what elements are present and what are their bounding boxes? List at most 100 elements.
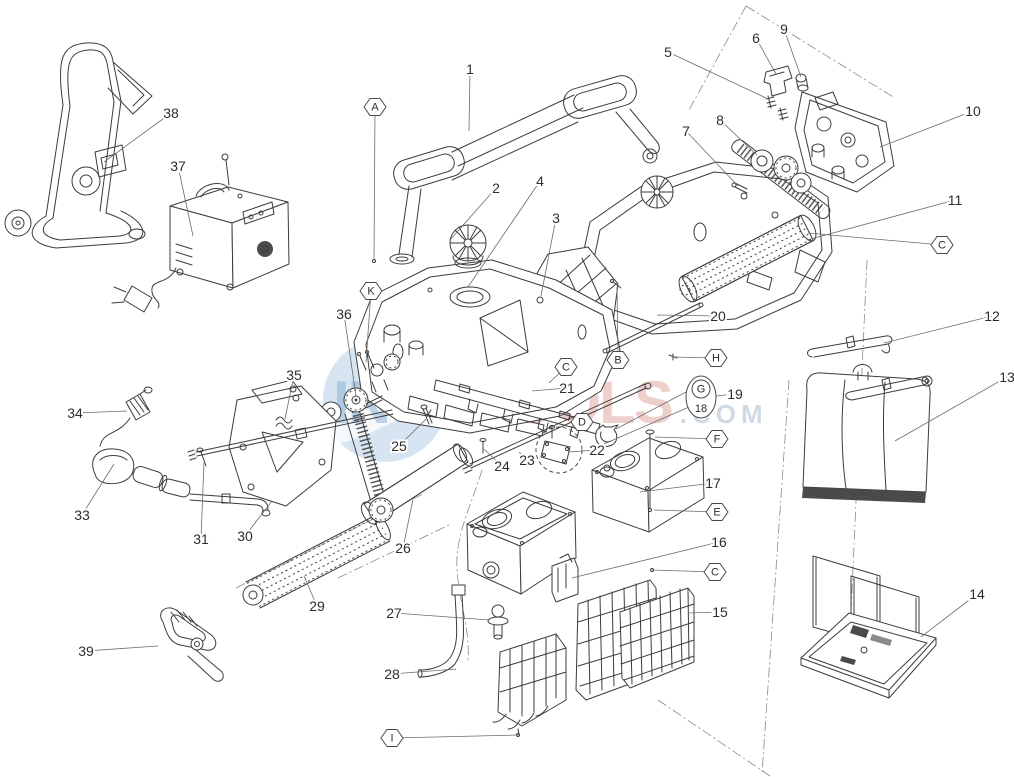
callout-hexagon-C	[554, 358, 578, 376]
pump-plate-lower	[466, 491, 577, 595]
leader-line-21	[531, 387, 568, 392]
callout-hexagon-C	[930, 236, 954, 254]
axle-rod-left	[187, 409, 394, 467]
power-supply	[111, 153, 290, 313]
leader-line-29	[303, 575, 318, 607]
tool-39	[160, 607, 224, 682]
leader-line-20	[656, 314, 719, 317]
part-label-38: 38	[163, 105, 179, 121]
callout-letter-C: C	[938, 240, 946, 252]
float-assembly	[92, 386, 271, 517]
brush-roller-right	[678, 214, 817, 303]
side-plate-left	[228, 379, 337, 507]
leader-line-3	[540, 217, 557, 297]
side-plate-right	[794, 91, 895, 193]
callout-letter-A: A	[371, 102, 379, 114]
leader-line-2	[449, 187, 497, 241]
caddy-cart	[4, 42, 153, 249]
part-label-23: 23	[519, 452, 535, 468]
leader-line-36	[343, 313, 357, 397]
balloon-leader-0	[615, 391, 687, 430]
callout-hexagon-D	[570, 413, 594, 431]
rail-21	[433, 379, 601, 439]
part-label-2: 2	[492, 180, 500, 196]
deflector-16	[551, 553, 579, 603]
part-label-15: 15	[712, 604, 728, 620]
part-label-31: 31	[193, 531, 209, 547]
leader-line-37	[177, 165, 194, 237]
callout-hexagon-C	[703, 563, 727, 581]
shaft-20	[602, 302, 704, 361]
part-label-36: 36	[336, 306, 352, 322]
callout-hexagon-E	[705, 503, 729, 521]
bag-bails-12	[807, 335, 933, 401]
flap-grate-small	[492, 633, 567, 730]
callout-circle-g	[691, 379, 711, 399]
callout-letter-I: I	[390, 733, 393, 745]
callout-leader-B	[616, 286, 619, 361]
leader-line-15	[687, 611, 721, 614]
part-label-37: 37	[170, 158, 186, 174]
part-label-20: 20	[710, 308, 726, 324]
callout-leader-K	[365, 290, 372, 363]
callout-letter-E: E	[713, 507, 720, 519]
leader-line-14	[920, 593, 978, 638]
part-label-35: 35	[286, 367, 302, 383]
filter-bag-13	[802, 364, 931, 503]
part-label-3: 3	[552, 210, 560, 226]
callout-leader-C	[807, 232, 943, 246]
leader-line-16	[571, 541, 720, 579]
screw-ef	[645, 429, 655, 512]
part-label-12: 12	[984, 308, 1000, 324]
leader-line-23	[518, 451, 528, 461]
leader-line-24	[483, 448, 503, 467]
leader-line-7	[685, 130, 739, 187]
handle-assembly	[389, 75, 660, 265]
part-label-9: 9	[780, 21, 788, 37]
leader-line-38	[103, 112, 172, 163]
part-label-16: 16	[711, 534, 727, 550]
leader-line-4	[467, 180, 541, 288]
leader-line-30	[244, 500, 273, 537]
part-label-29: 29	[309, 598, 325, 614]
callout-letter-H: H	[712, 353, 720, 365]
callout-hexagon-A	[363, 98, 387, 116]
part-label-39: 39	[78, 643, 94, 659]
body-shell-right	[577, 161, 833, 335]
part-label-27: 27	[386, 605, 402, 621]
part-label-18: 18	[695, 403, 707, 415]
leader-line-33	[81, 463, 115, 516]
leader-line-19	[715, 393, 736, 397]
part-label-5: 5	[664, 44, 672, 60]
part-label-17: 17	[705, 475, 721, 491]
part-label-34: 34	[67, 405, 83, 421]
callout-letter-D: D	[578, 417, 586, 429]
callout-hexagon-B	[606, 351, 630, 369]
part-label-26: 26	[395, 540, 411, 556]
leader-line-31	[200, 461, 205, 540]
balloon-leader-1	[603, 406, 690, 445]
leader-line-26	[402, 498, 414, 549]
part-label-11: 11	[948, 192, 963, 208]
part-label-10: 10	[965, 103, 981, 119]
leader-line-34	[74, 410, 128, 414]
nozzle-27	[487, 604, 509, 640]
leader-line-27	[393, 612, 491, 621]
part-label-1: 1	[466, 61, 474, 77]
leader-line-6	[755, 37, 777, 75]
part-label-8: 8	[716, 112, 724, 128]
grate-right-15	[619, 587, 695, 689]
callout-letter-C: C	[711, 567, 719, 579]
part-label-4: 4	[536, 173, 544, 189]
body-shell-left	[353, 259, 621, 437]
part-label-24: 24	[494, 458, 510, 474]
part-label-22: 22	[589, 442, 605, 458]
part-label-28: 28	[384, 666, 400, 682]
screw-24	[479, 438, 487, 454]
fork-flap	[595, 424, 619, 447]
impeller-top	[449, 224, 487, 269]
hose-28	[417, 584, 466, 678]
part-label-30: 30	[237, 528, 253, 544]
